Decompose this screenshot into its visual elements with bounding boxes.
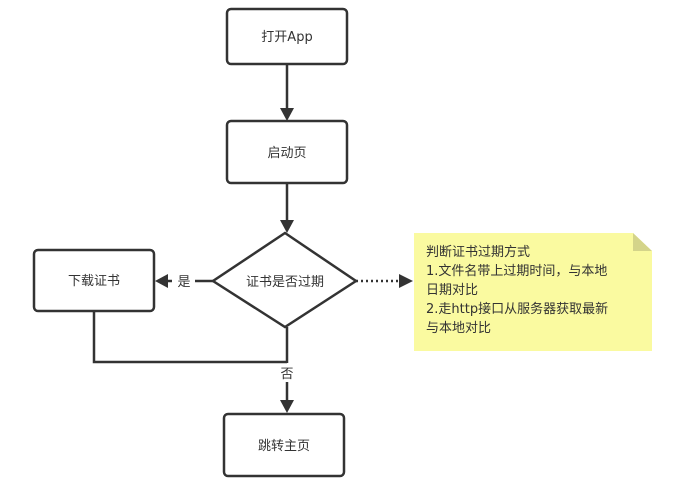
node-home-label: 跳转主页	[258, 439, 310, 454]
node-decision-label: 证书是否过期	[246, 275, 324, 290]
arrowhead-icon	[399, 274, 413, 288]
note[interactable]: 判断证书过期方式 1.文件名带上过期时间，与本地 日期对比 2.走http接口从…	[414, 233, 652, 351]
edge-download-to-home	[92, 311, 287, 364]
node-download-label: 下载证书	[68, 274, 120, 289]
note-line: 2.走http接口从服务器获取最新	[426, 301, 608, 317]
node-home[interactable]: 跳转主页	[222, 412, 346, 478]
arrowhead-icon	[155, 274, 168, 288]
note-line: 日期对比	[426, 283, 478, 298]
note-line: 1.文件名带上过期时间，与本地	[426, 263, 607, 279]
edge-yes-label: 是	[177, 275, 190, 290]
note-line: 判断证书过期方式	[426, 244, 530, 260]
node-open-app[interactable]: 打开App	[225, 7, 349, 66]
node-download[interactable]: 下载证书	[32, 248, 156, 313]
arrowhead-icon	[280, 108, 294, 121]
note-fold-corner	[633, 233, 652, 251]
node-decision[interactable]: 证书是否过期	[210, 231, 359, 329]
arrowhead-icon	[280, 400, 294, 413]
note-body	[414, 233, 652, 351]
label-bg	[276, 364, 298, 382]
node-open-app-label: 打开App	[261, 30, 312, 45]
edge-no-label: 否	[280, 367, 293, 382]
node-splash[interactable]: 启动页	[225, 119, 349, 185]
note-line: 与本地对比	[426, 321, 491, 336]
node-splash-label: 启动页	[267, 146, 306, 161]
arrowhead-icon	[280, 220, 294, 233]
